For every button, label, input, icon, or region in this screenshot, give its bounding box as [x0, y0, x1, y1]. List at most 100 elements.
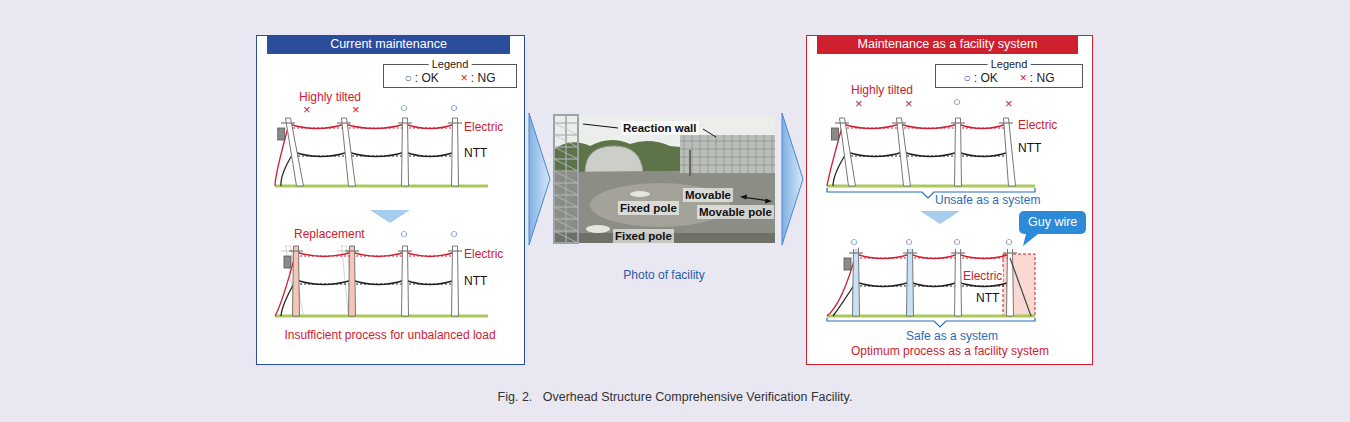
lattice-brace	[554, 219, 578, 231]
telecom-cable-messenger	[348, 156, 405, 157]
leader-line	[703, 129, 716, 137]
lattice-brace	[554, 194, 578, 195]
wall-grid	[680, 157, 775, 158]
utility-pole	[897, 118, 911, 186]
telecom-cable-messenger	[958, 286, 1010, 287]
lattice-brace	[554, 195, 578, 207]
move-arrowhead	[740, 195, 747, 200]
ground-line	[827, 185, 1035, 188]
pole-line-scene	[827, 118, 1035, 186]
cross-arm	[337, 122, 351, 123]
electric-wire-messenger	[958, 128, 1007, 129]
utility-pole	[342, 118, 356, 186]
electric-wire	[345, 124, 405, 129]
photo-yard-patch	[590, 183, 730, 227]
step-arrow	[370, 210, 410, 223]
photo-label: Movable pole	[697, 205, 774, 219]
status-mark: ○	[450, 101, 458, 115]
cross-arm	[892, 122, 906, 123]
flow-arrow	[529, 113, 550, 245]
telecom-cable-messenger	[405, 156, 455, 157]
status-mark: ○	[905, 235, 913, 249]
annotation-label: Insufficient process for unbalanced load	[283, 328, 496, 342]
photo-label: Fixed pole	[613, 229, 674, 243]
electric-wire-messenger	[345, 128, 405, 129]
annotation-label: Highly tilted	[850, 83, 914, 97]
electric-wire-drop	[827, 254, 856, 316]
flow-arrow	[782, 113, 803, 245]
annotation-label: Optimum process as a facility system	[850, 344, 1050, 358]
annotation-label: Electric	[463, 247, 504, 261]
utility-pole	[955, 118, 962, 186]
utility-pole	[907, 248, 914, 316]
telecom-cable	[348, 152, 405, 157]
electric-wire-messenger	[405, 256, 455, 257]
guy-wire	[1010, 258, 1031, 316]
lattice-brace	[554, 159, 578, 171]
pole-line-scene	[827, 248, 1035, 316]
telecom-cable	[856, 282, 910, 287]
utility-pole	[1004, 118, 1016, 186]
electric-wire-messenger	[352, 256, 405, 257]
status-mark: ○	[1005, 235, 1013, 249]
telecom-cable	[405, 280, 455, 285]
cross-arm	[398, 122, 412, 123]
legend-text: : OK	[415, 71, 439, 85]
telecom-cable	[958, 282, 1010, 287]
legend-symbol: ×	[1020, 71, 1027, 85]
legend-symbol: ○	[405, 71, 412, 85]
panel-box: Current maintenanceLegend○: OK×: NG	[256, 35, 525, 365]
callout-pointer	[1023, 234, 1043, 247]
panel-box: Maintenance as a facility systemLegend○:…	[806, 35, 1093, 365]
cross-arm	[281, 122, 295, 123]
callout-bubble: Guy wire	[1019, 211, 1086, 234]
electric-wire-messenger	[843, 128, 900, 129]
lattice-brace	[554, 147, 578, 159]
figure-caption: Fig. 2. Overhead Structure Comprehensive…	[0, 390, 1350, 405]
cross-arm	[849, 252, 863, 253]
electric-wire	[405, 252, 455, 257]
legend-title: Legend	[988, 57, 1031, 71]
electric-wire-messenger	[856, 258, 910, 259]
electric-wire	[405, 124, 455, 129]
photo-caption: Photo of facility	[553, 268, 775, 282]
electric-wire-messenger	[296, 256, 352, 257]
lattice-brace	[554, 218, 578, 219]
photo-dome	[585, 146, 643, 173]
transformer	[278, 128, 285, 140]
photo-foreground	[553, 233, 775, 243]
lattice-brace	[554, 230, 578, 231]
lattice-brace	[554, 183, 578, 195]
lattice-brace	[554, 171, 578, 183]
telecom-cable-messenger	[352, 284, 405, 285]
electric-wire	[958, 254, 1010, 259]
telecom-cable	[958, 152, 1009, 157]
cross-arm	[289, 250, 303, 251]
utility-pole	[349, 246, 356, 316]
photo-frame: Photo of facility	[553, 115, 775, 243]
electric-wire	[958, 124, 1007, 129]
telecom-cable-messenger	[296, 284, 352, 285]
annotation-label: Safe as a system	[905, 329, 999, 343]
photo-label: Reaction wall	[621, 121, 699, 135]
status-mark: ×	[1005, 97, 1013, 111]
telecom-cable-messenger	[856, 286, 910, 287]
annotation-label: NTT	[1017, 141, 1042, 155]
lattice-brace	[554, 146, 578, 147]
reaction-wall	[680, 135, 775, 173]
status-mark: ○	[850, 235, 858, 249]
electric-wire	[352, 252, 405, 257]
panel-heading: Current maintenance	[267, 35, 510, 54]
status-mark: ○	[953, 95, 961, 109]
move-arrowhead	[765, 199, 772, 204]
telecom-cable-messenger	[903, 156, 958, 157]
telecom-cable-messenger	[294, 156, 348, 157]
utility-pole	[853, 248, 860, 316]
annotation-label: NTT	[463, 274, 488, 288]
wall-grid	[680, 141, 775, 142]
leader-line	[583, 124, 618, 128]
status-mark: ○	[953, 235, 961, 249]
electric-wire	[289, 124, 345, 129]
